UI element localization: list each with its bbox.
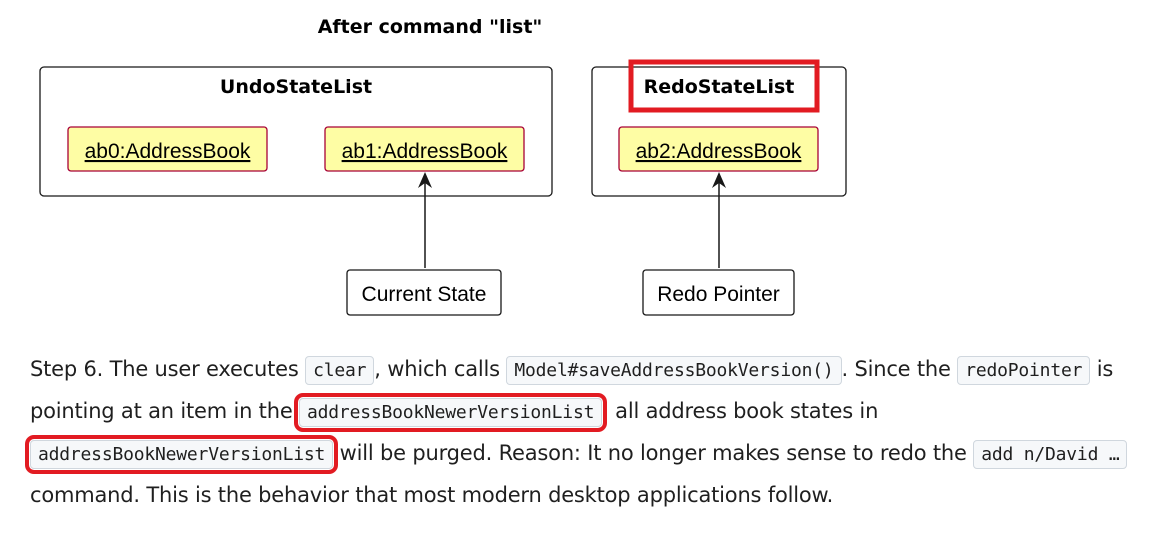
undo-state-list-title: UndoStateList (220, 76, 372, 98)
redo-state-list-title: RedoStateList (644, 76, 795, 98)
para-text: . Since the (841, 357, 958, 381)
para-text: is pointing at an item in the (30, 357, 1114, 423)
redo-pointer-arrow (712, 172, 726, 268)
undo-state-list-frame: UndoStateList ab0:AddressBook ab1:Addres… (39, 66, 553, 197)
redo-pointer-label: Redo Pointer (657, 283, 780, 306)
para-text: , which calls (374, 357, 507, 381)
current-state-label: Current State (362, 283, 487, 306)
undo-redo-diagram: After command "list" UndoStateList ab0:A… (39, 16, 847, 316)
code-clear: clear (305, 356, 375, 385)
object-ab0-label: ab0:AddressBook (85, 140, 251, 163)
para-text: command. This is the behavior that most … (30, 483, 834, 507)
code-save-address-book-version: Model#saveAddressBookVersion() (506, 356, 842, 385)
step-6-paragraph: Step 6. The user executes clear, which c… (24, 349, 1160, 515)
object-ab1-label: ab1:AddressBook (342, 140, 508, 163)
current-state-arrow (418, 172, 432, 268)
object-ab2-label: ab2:AddressBook (636, 140, 802, 163)
object-ab0: ab0:AddressBook (67, 126, 268, 172)
code-newer-version-list-highlighted-2: addressBookNewerVersionList (24, 435, 339, 474)
para-text: Step 6. The user executes (30, 357, 306, 381)
code-redo-pointer: redoPointer (957, 356, 1091, 385)
para-text: will be purged. Reason: It no longer mak… (333, 441, 974, 465)
object-ab2: ab2:AddressBook (618, 126, 819, 172)
code-add-david: add n/David … (973, 440, 1128, 469)
current-state-box: Current State (346, 269, 502, 316)
redo-state-list-frame: RedoStateList ab2:AddressBook (591, 59, 847, 197)
diagram-title: After command "list" (318, 16, 543, 38)
object-ab1: ab1:AddressBook (324, 126, 525, 172)
redo-pointer-box: Redo Pointer (642, 269, 795, 316)
redo-state-list-highlight (628, 59, 820, 113)
para-text: , all address book states in (602, 399, 879, 423)
arrowhead-icon (712, 172, 726, 188)
code-newer-version-list-highlighted: addressBookNewerVersionList (294, 393, 608, 432)
arrowhead-icon (418, 172, 432, 188)
